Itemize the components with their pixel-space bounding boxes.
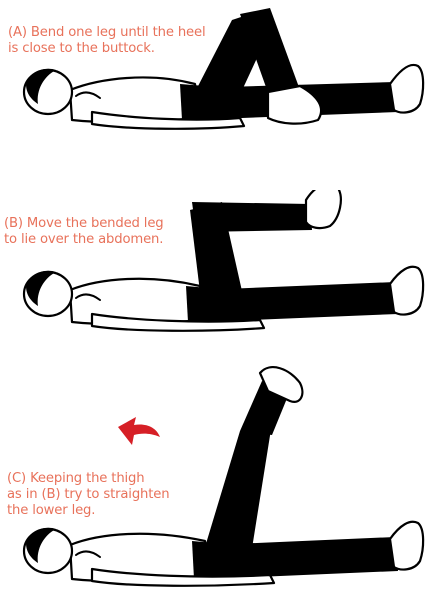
step-b-foot-straight xyxy=(390,267,423,315)
step-a-foot-straight xyxy=(390,65,423,113)
step-c-panel: (C) Keeping the thigh as in (B) try to s… xyxy=(0,365,427,603)
step-b-torso xyxy=(70,279,204,324)
step-c-foot-straight xyxy=(390,522,423,570)
curved-arrow-icon xyxy=(118,417,160,445)
step-b-panel: (B) Move the bended leg to lie over the … xyxy=(0,190,427,365)
step-b-foot-bent xyxy=(306,190,341,228)
step-a-panel: (A) Bend one leg until the heel is close… xyxy=(0,0,427,190)
step-a-figure xyxy=(0,0,427,190)
step-b-figure xyxy=(0,190,427,365)
step-c-caption: (C) Keeping the thigh as in (B) try to s… xyxy=(7,471,169,519)
step-c-thigh xyxy=(205,423,272,561)
step-b-bent-shin xyxy=(192,202,312,232)
